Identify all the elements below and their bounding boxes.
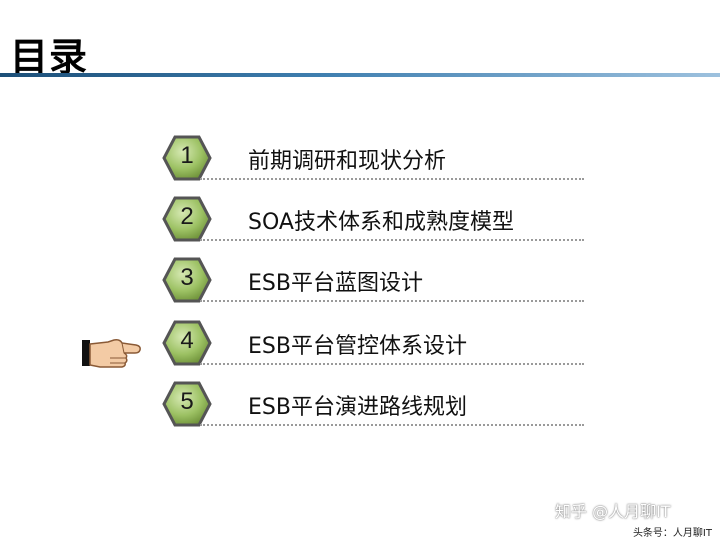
item-label: ESB平台管控体系设计 bbox=[248, 334, 467, 359]
hexagon-icon bbox=[162, 320, 212, 366]
page-title: 目录 bbox=[10, 35, 89, 79]
item-label: SOA技术体系和成熟度模型 bbox=[248, 210, 514, 235]
toc-item-2[interactable]: 2 SOA技术体系和成熟度模型 bbox=[162, 196, 587, 246]
toc-item-3[interactable]: 3 ESB平台蓝图设计 bbox=[162, 257, 587, 307]
title-underline bbox=[0, 73, 720, 77]
item-number: 4 bbox=[180, 327, 194, 354]
dotted-divider bbox=[200, 178, 584, 180]
dotted-divider bbox=[200, 363, 584, 365]
item-number: 3 bbox=[180, 264, 194, 291]
item-number: 2 bbox=[180, 203, 194, 230]
toc-item-5[interactable]: 5 ESB平台演进路线规划 bbox=[162, 381, 587, 431]
item-number: 1 bbox=[180, 142, 194, 169]
pointing-hand-icon bbox=[80, 336, 142, 370]
hexagon-icon bbox=[162, 257, 212, 303]
toc-item-4[interactable]: 4 ESB平台管控体系设计 bbox=[162, 320, 587, 370]
dotted-divider bbox=[200, 239, 584, 241]
toc-item-1[interactable]: 1 前期调研和现状分析 bbox=[162, 135, 587, 185]
dotted-divider bbox=[200, 300, 584, 302]
hexagon-icon bbox=[162, 196, 212, 242]
item-label: 前期调研和现状分析 bbox=[248, 149, 447, 174]
hexagon-icon bbox=[162, 381, 212, 427]
footer-tag: 头条号：人月聊IT bbox=[632, 528, 712, 539]
watermark: 知乎 @人月聊IT bbox=[555, 502, 671, 521]
dotted-divider bbox=[200, 424, 584, 426]
item-label: ESB平台演进路线规划 bbox=[248, 395, 467, 420]
hexagon-icon bbox=[162, 135, 212, 181]
item-number: 5 bbox=[180, 388, 194, 415]
item-label: ESB平台蓝图设计 bbox=[248, 271, 423, 296]
